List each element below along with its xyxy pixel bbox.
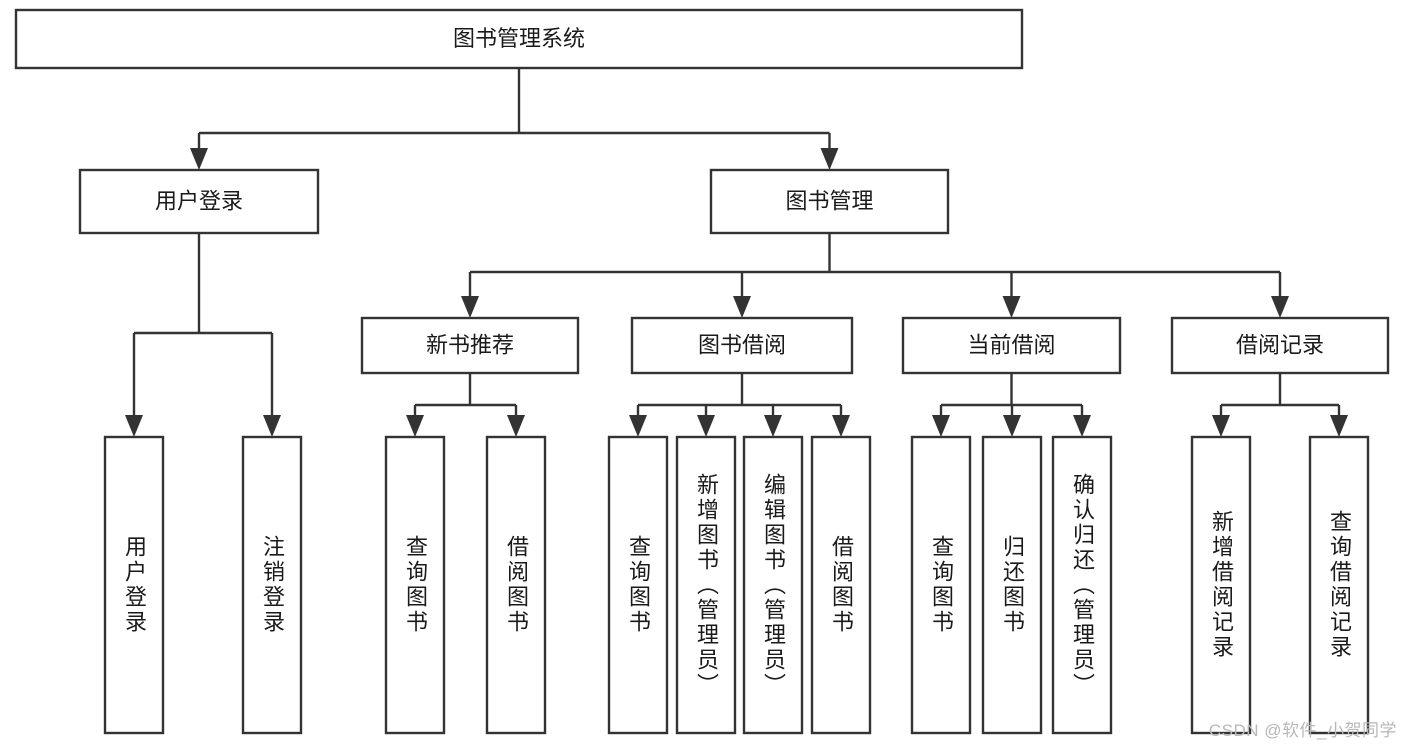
level3-node-book-borrow-label: 图书借阅 bbox=[698, 332, 786, 357]
level3-node-borrow-record-label: 借阅记录 bbox=[1236, 332, 1324, 357]
level3-node-new-book-rec-box bbox=[360, 316, 580, 375]
watermark-text: CSDN @软件_小贺同学 bbox=[1208, 721, 1397, 740]
leaf-node-leaf-add-book[interactable] bbox=[675, 435, 737, 735]
arrow-head-icon-current-borrow bbox=[1002, 296, 1021, 318]
leaf-node-leaf-user-login[interactable] bbox=[103, 435, 165, 735]
leaf-node-leaf-query-record[interactable] bbox=[1308, 435, 1370, 735]
arrow-head-icon-borrow-record bbox=[1271, 296, 1289, 318]
arrow-head-icon-leaf-add-book bbox=[697, 415, 715, 437]
leaf-node-leaf-query-book-3[interactable] bbox=[910, 435, 972, 735]
level3-node-current-borrow-label: 当前借阅 bbox=[967, 332, 1055, 357]
level2-node-book-manage[interactable]: 图书管理 bbox=[709, 168, 950, 235]
leaf-node-leaf-add-record[interactable] bbox=[1190, 435, 1252, 735]
arrow-head-icon-leaf-confirm-return bbox=[1073, 415, 1091, 437]
arrow-head-icon-leaf-query-book-2 bbox=[629, 415, 647, 437]
arrow-head-icon-leaf-return-book bbox=[1003, 415, 1021, 437]
arrow-head-icon-leaf-query-record bbox=[1330, 415, 1348, 437]
leaf-node-leaf-borrow-book-1[interactable] bbox=[485, 435, 547, 735]
arrow-head-icon-book-manage bbox=[820, 148, 839, 170]
arrow-head-icon-leaf-user-logout bbox=[263, 415, 281, 437]
arrow-head-icon-leaf-query-book-1 bbox=[406, 415, 424, 437]
root-node-图书管理系统-box bbox=[14, 8, 1024, 70]
level2-node-user-login-box bbox=[78, 168, 320, 235]
arrow-head-icon-leaf-add-record bbox=[1212, 415, 1230, 437]
leaf-node-leaf-query-book-1[interactable] bbox=[384, 435, 446, 735]
arrow-head-icon-book-borrow bbox=[733, 296, 751, 318]
level3-node-borrow-record-box bbox=[1170, 316, 1390, 375]
arrow-head-icon-new-book-rec bbox=[461, 296, 479, 318]
level2-node-user-login[interactable]: 用户登录 bbox=[78, 168, 320, 235]
arrow-head-icon-leaf-borrow-book-1 bbox=[507, 415, 525, 437]
level3-node-current-borrow-box bbox=[901, 316, 1122, 375]
connectors-layer bbox=[125, 68, 1348, 437]
arrow-head-icon-leaf-user-login bbox=[125, 415, 143, 437]
root-node-图书管理系统-label: 图书管理系统 bbox=[453, 26, 585, 51]
leaf-node-leaf-user-logout[interactable] bbox=[241, 435, 303, 735]
root-node-图书管理系统[interactable]: 图书管理系统 bbox=[14, 8, 1024, 70]
arrow-head-icon-leaf-borrow-book-2 bbox=[832, 415, 850, 437]
leaf-node-leaf-borrow-book-2[interactable] bbox=[810, 435, 872, 735]
level3-node-book-borrow[interactable]: 图书借阅 bbox=[630, 316, 854, 375]
leaf-node-leaf-confirm-return[interactable] bbox=[1051, 435, 1113, 735]
level3-node-new-book-rec-label: 新书推荐 bbox=[426, 332, 514, 357]
level3-node-borrow-record[interactable]: 借阅记录 bbox=[1170, 316, 1390, 375]
arrow-head-icon-user-login bbox=[190, 148, 208, 170]
level2-node-book-manage-box bbox=[709, 168, 950, 235]
leaf-node-leaf-return-book[interactable] bbox=[981, 435, 1043, 735]
level3-node-current-borrow[interactable]: 当前借阅 bbox=[901, 316, 1122, 375]
level3-node-book-borrow-box bbox=[630, 316, 854, 375]
leaf-node-leaf-edit-book[interactable] bbox=[742, 435, 804, 735]
level2-node-book-manage-label: 图书管理 bbox=[785, 188, 873, 213]
arrow-head-icon-leaf-edit-book bbox=[764, 415, 782, 437]
arrow-head-icon-leaf-query-book-3 bbox=[932, 415, 950, 437]
level3-node-new-book-rec[interactable]: 新书推荐 bbox=[360, 316, 580, 375]
leaf-node-leaf-query-book-2[interactable] bbox=[607, 435, 669, 735]
level2-node-user-login-label: 用户登录 bbox=[155, 188, 243, 213]
